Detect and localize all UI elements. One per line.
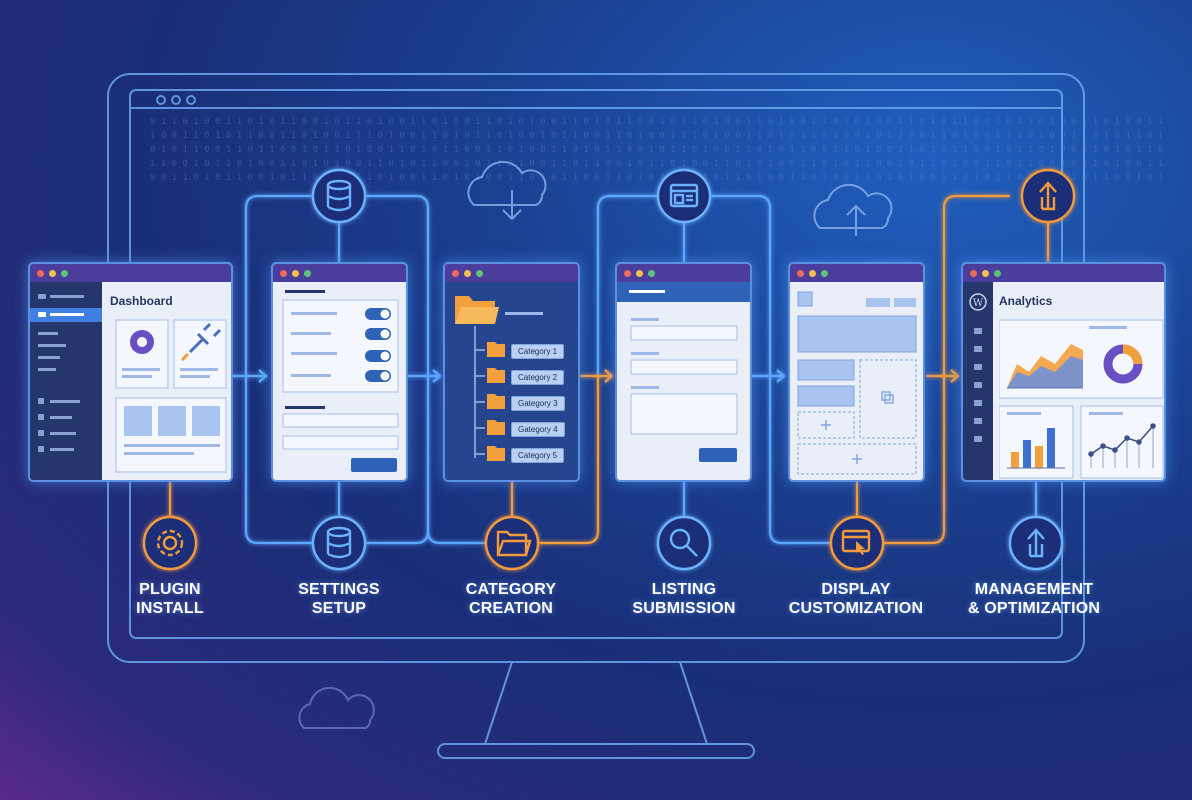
- step-label-category-creation: CATEGORY CREATION: [421, 580, 601, 618]
- svg-text:1 1 0 0 1 0 1 1 0 1 0 0 1 1 0: 1 1 0 0 1 0 1 1 0 1 0 0 1 1 0 1 0 1 0 0 …: [150, 159, 1163, 169]
- step-label-management-optimization: MANAGEMENT & OPTIMIZATION: [944, 580, 1124, 618]
- display-window: [788, 262, 925, 482]
- analytics-window: W Analytics: [961, 262, 1166, 482]
- dashboard-title: Dashboard: [110, 294, 173, 308]
- minimize-dot: [49, 269, 56, 277]
- step-label-display-customization: DISPLAY CUSTOMIZATION: [766, 580, 946, 618]
- cloud-decor-icon: [298, 686, 375, 729]
- binary-texture: 0 1 1 0 1 0 0 1 1 0 1 0 1 1 0 0 1 0 1 1 …: [150, 117, 1163, 183]
- category-window: Category 1 Category 2 Gategory 3 Gategor…: [443, 262, 580, 482]
- upload-arrow-icon-node: [1008, 515, 1064, 571]
- toggle-switches: [365, 308, 391, 382]
- minimize-dot: [464, 269, 471, 277]
- window-titlebar: [790, 264, 923, 282]
- dashboard-window: Dashboard: [28, 262, 233, 482]
- listing-form: [617, 282, 750, 462]
- step-label-line: PLUGIN: [139, 581, 201, 598]
- minimize-dot: [292, 269, 299, 277]
- close-dot: [624, 269, 631, 277]
- step-label-settings-setup: SETTINGS SETUP: [249, 580, 429, 618]
- step-label-line: INSTALL: [136, 600, 204, 617]
- svg-text:0 1 0 1 1 0 0 1 1 0 1 1 0 0 1: 0 1 0 1 1 0 0 1 1 0 1 1 0 0 1 0 1 1 0 1 …: [150, 145, 1163, 155]
- step-label-listing-submission: LISTING SUBMISSION: [594, 580, 774, 618]
- maximize-dot: [821, 269, 828, 277]
- upload-arrow-icon-node-top: [1020, 168, 1076, 224]
- window-titlebar: [445, 264, 578, 282]
- step-label-line: CATEGORY: [465, 581, 557, 598]
- window-titlebar: [963, 264, 1164, 282]
- close-dot: [797, 269, 804, 277]
- minimize-dot: [982, 269, 989, 277]
- area-chart-icon: [1007, 344, 1083, 389]
- maximize-dot: [648, 269, 655, 277]
- step-label-line: DISPLAY: [821, 581, 891, 598]
- close-dot: [970, 269, 977, 277]
- analytics-charts: [999, 319, 1164, 479]
- category-item: Category 2: [511, 370, 565, 385]
- category-item: Category 5: [511, 448, 565, 463]
- settings-window: [271, 262, 408, 482]
- wordpress-logo-icon: W: [969, 293, 987, 311]
- category-item: Gategory 4: [511, 422, 565, 437]
- plug-icon: [180, 322, 222, 362]
- database-icon-node: [311, 515, 367, 571]
- gear-icon-node: [142, 515, 198, 571]
- category-tree: [455, 296, 543, 461]
- maximize-dot: [61, 269, 68, 277]
- svg-text:W: W: [973, 298, 984, 309]
- window-titlebar: [30, 264, 231, 282]
- step-label-plugin-install: PLUGIN INSTALL: [80, 580, 260, 618]
- display-layout: [797, 291, 917, 475]
- step-label-line: CREATION: [469, 600, 553, 617]
- window-titlebar: [273, 264, 406, 282]
- step-label-line: LISTING: [651, 581, 717, 598]
- minimize-dot: [636, 269, 643, 277]
- close-dot: [37, 269, 44, 277]
- bar-chart-icon: [1007, 428, 1065, 469]
- analytics-sidebar: W: [963, 282, 993, 480]
- maximize-dot: [476, 269, 483, 277]
- svg-text:0 1 1 0 1 0 0 1 1 0 1 0 1 1 0: 0 1 1 0 1 0 0 1 1 0 1 0 1 1 0 0 1 0 1 1 …: [150, 117, 1163, 127]
- gear-icon: [130, 330, 154, 354]
- search-icon-node: [656, 515, 712, 571]
- category-item: Gategory 3: [511, 396, 565, 411]
- flow-connectors: [233, 194, 1038, 545]
- folder-icon: [455, 296, 499, 324]
- browser-window-icon-node-top: [656, 168, 712, 224]
- cloud-download-icon: [467, 160, 547, 221]
- dashboard-sidebar: [30, 282, 102, 480]
- analytics-title: Analytics: [999, 294, 1053, 308]
- step-label-line: SUBMISSION: [632, 600, 736, 617]
- step-label-line: MANAGEMENT: [974, 581, 1094, 598]
- category-item: Category 1: [511, 344, 565, 359]
- listing-window: [615, 262, 752, 482]
- minimize-dot: [809, 269, 816, 277]
- step-label-line: & OPTIMIZATION: [967, 600, 1101, 617]
- donut-chart-icon: [1103, 344, 1143, 384]
- step-label-line: CUSTOMIZATION: [788, 600, 924, 617]
- window-titlebar: [617, 264, 750, 282]
- maximize-dot: [994, 269, 1001, 277]
- folder-icon-node: [484, 515, 540, 571]
- dashboard-content: [115, 319, 227, 473]
- line-chart-icon: [1088, 423, 1156, 468]
- cloud-upload-icon: [813, 183, 893, 236]
- settings-content: [282, 290, 399, 472]
- close-dot: [280, 269, 287, 277]
- step-label-line: SETTINGS: [298, 581, 380, 598]
- svg-text:1 0 0 1 1 0 1 0 1 1 0 0 1 1 0: 1 0 0 1 1 0 1 0 1 1 0 0 1 1 0 1 0 0 1 1 …: [150, 131, 1163, 141]
- browser-cursor-icon-node: [829, 515, 885, 571]
- step-label-line: SETUP: [311, 600, 367, 617]
- flow-connectors-orange: [168, 194, 1050, 545]
- svg-text:0 0 1 1 0 1 0 1 1 0 0 1 0 1 1: 0 0 1 1 0 1 0 1 1 0 0 1 0 1 1 0 1 0 0 1 …: [150, 173, 1163, 183]
- maximize-dot: [304, 269, 311, 277]
- database-icon-node-top: [311, 168, 367, 224]
- close-dot: [452, 269, 459, 277]
